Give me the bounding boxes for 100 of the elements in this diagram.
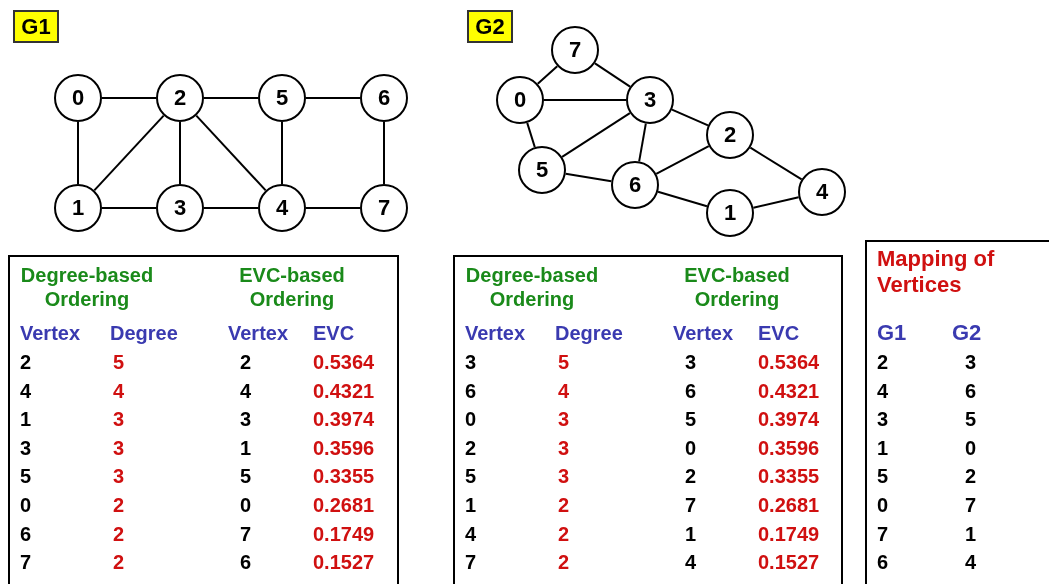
vertex-number: 5 [877,464,889,489]
vertex-number: 1 [877,435,889,460]
degree-value: 2 [113,493,125,517]
graph-edge [752,196,800,209]
graph-edge [93,114,165,192]
vertex-circle: 4 [798,168,846,216]
table-heading: Mapping of Vertices [877,246,996,298]
degree-value: 5 [558,350,570,374]
vertex-number: 3 [685,350,697,374]
evc-value: 0.1749 [313,521,375,546]
table-heading: EVC-based Ordering [683,263,791,311]
degree-value: 5 [113,350,125,374]
degree-value: 3 [113,464,125,489]
vertex-number: 3 [965,350,977,374]
graph-edge [564,172,613,183]
degree-value: 3 [558,407,570,432]
vertex-number: 5 [965,407,977,432]
graph-edge [383,121,385,185]
graph-edge [657,190,708,208]
graph-edge [543,99,627,101]
column-heading: Vertex [465,321,526,345]
vertex-circle: 2 [706,111,754,159]
vertex-number: 7 [240,521,252,546]
vertex-number: 0 [877,493,889,517]
graph-edge [671,108,709,127]
graph-edge [101,97,157,99]
vertex-number: 3 [20,435,32,460]
degree-value: 3 [558,435,570,460]
evc-value: 0.4321 [313,378,375,403]
vertex-number: 7 [685,493,697,517]
vertex-number: 4 [240,378,252,403]
vertex-number: 7 [20,550,32,575]
evc-value: 0.4321 [758,378,820,403]
vertex-circle: 5 [258,74,306,122]
vertex-number: 6 [20,521,32,546]
vertex-circle: 3 [156,184,204,232]
graph-edge [305,207,361,209]
vertex-number: 1 [240,435,252,460]
vertex-number: 1 [465,493,477,517]
vertex-number: 3 [877,407,889,432]
column-heading: Degree [555,321,623,345]
vertex-number: 1 [20,407,32,432]
vertex-number: 5 [465,464,477,489]
vertex-number: 2 [965,464,977,489]
column-heading: EVC [313,321,355,345]
vertex-number: 5 [240,464,252,489]
graph-edge [305,97,361,99]
vertex-circle: 0 [496,76,544,124]
vertex-number: 4 [877,378,889,403]
column-heading: Vertex [228,321,289,345]
degree-value: 4 [558,378,570,403]
column-heading: G1 [877,320,907,346]
vertex-number: 1 [685,521,697,546]
column-heading: Vertex [20,321,81,345]
evc-value: 0.2681 [758,493,820,517]
vertex-circle: 7 [360,184,408,232]
graph-edge [77,121,79,185]
vertex-number: 0 [465,407,477,432]
degree-value: 3 [113,435,125,460]
vertex-number: 0 [20,493,32,517]
vertex-circle: 4 [258,184,306,232]
evc-value: 0.3355 [313,464,375,489]
vertex-number: 1 [965,521,977,546]
vertex-circle: 2 [156,74,204,122]
vertex-number: 4 [20,378,32,403]
graph-edge [536,65,559,85]
vertex-number: 4 [965,550,977,575]
graph-edge [655,145,710,175]
graph-tag: G2 [467,10,513,43]
evc-value: 0.3355 [758,464,820,489]
vertex-number: 4 [685,550,697,575]
vertex-circle: 3 [626,76,674,124]
vertex-circle: 7 [551,26,599,74]
vertex-circle: 6 [611,161,659,209]
degree-value: 2 [558,493,570,517]
degree-value: 2 [113,550,125,575]
vertex-circle: 0 [54,74,102,122]
evc-value: 0.1527 [758,550,820,575]
vertex-number: 2 [465,435,477,460]
vertex-circle: 1 [706,189,754,237]
column-heading: EVC [758,321,800,345]
vertex-number: 6 [965,378,977,403]
degree-value: 4 [113,378,125,403]
evc-value: 0.5364 [313,350,375,374]
vertex-number: 0 [685,435,697,460]
table-heading: Degree-based Ordering [464,263,600,311]
graph-edge [526,121,536,149]
graph-edge [203,97,259,99]
evc-value: 0.5364 [758,350,820,374]
table-heading: EVC-based Ordering [238,263,346,311]
vertex-number: 7 [465,550,477,575]
evc-value: 0.3974 [313,407,375,432]
table-heading: Degree-based Ordering [19,263,155,311]
vertex-number: 5 [685,407,697,432]
vertex-number: 6 [685,378,697,403]
graph-edge [195,114,267,192]
vertex-number: 4 [465,521,477,546]
evc-value: 0.1749 [758,521,820,546]
vertex-number: 6 [240,550,252,575]
degree-value: 3 [113,407,125,432]
